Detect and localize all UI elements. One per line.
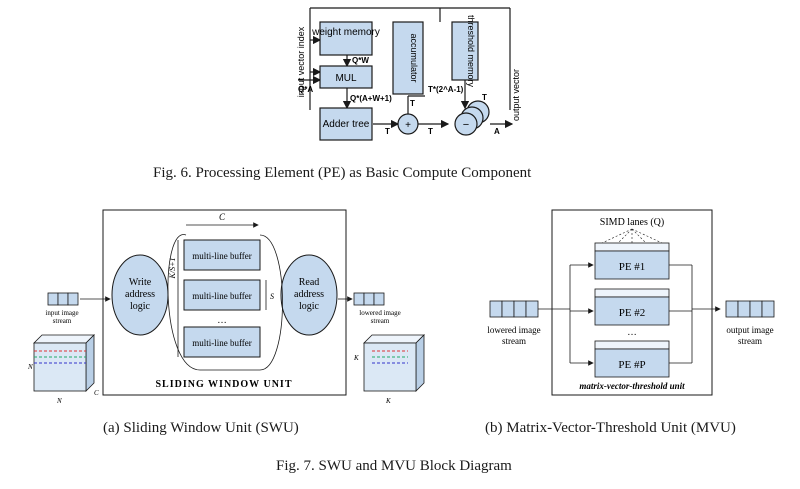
mvu-caption: (b) Matrix-Vector-Threshold Unit (MVU) (485, 420, 736, 436)
k-bottom-label: K (385, 397, 391, 405)
accumulator-label: accumulator (409, 33, 419, 82)
t-exp-label: T*(2^A-1) (428, 85, 464, 94)
t-label-2: T (385, 127, 390, 136)
n-left-label: N (27, 363, 33, 371)
fig7-caption: Fig. 7. SWU and MVU Block Diagram (276, 458, 512, 474)
buffer-3-label: multi-line buffer (192, 338, 252, 348)
qa-label: Q*A (298, 85, 313, 94)
mvu-diagram: SIMD lanes (Q) PE #1 PE #2 … PE #P matri… (487, 209, 775, 396)
qw-label: Q*W (352, 56, 369, 65)
pe-dots: … (627, 327, 637, 338)
ks1-label: K/S+1 (168, 258, 177, 280)
mvu-title: matrix-vector-threshold unit (579, 381, 685, 391)
t-label-3: T (428, 127, 433, 136)
t-label-1: T (410, 99, 415, 108)
threshold-memory-label: threshold memory (466, 15, 476, 88)
weight-memory-label: weight memory (311, 27, 380, 38)
s-label: S (270, 292, 274, 301)
n-bottom-label: N (56, 397, 62, 405)
a-label: A (494, 127, 500, 136)
qawl-label: Q*(A+W+1) (350, 94, 392, 103)
simd-label: SIMD lanes (Q) (600, 217, 664, 228)
buffer-dots: … (217, 315, 227, 326)
c-top-label: C (219, 212, 226, 222)
plus-sign: + (405, 120, 411, 131)
swu-title: SLIDING WINDOW UNIT (156, 379, 293, 390)
pep-label: PE #P (618, 359, 645, 371)
c-cube-label: C (94, 389, 99, 397)
pe1-label: PE #1 (619, 261, 646, 273)
minus-sign: − (463, 119, 469, 131)
mul-label: MUL (335, 73, 357, 84)
t-label-4: T (482, 93, 487, 102)
fig6-caption: Fig. 6. Processing Element (PE) as Basic… (153, 165, 532, 181)
pe2-label: PE #2 (619, 307, 646, 319)
k-left-label: K (353, 354, 359, 362)
adder-tree-label: Adder tree (323, 119, 370, 130)
buffer-1-label: multi-line buffer (192, 251, 252, 261)
output-vector-label: output vector (511, 69, 521, 121)
input-vector-index-label: input vector index (296, 26, 306, 97)
fig6-diagram: weight memory MUL Adder tree accumulator… (296, 7, 521, 141)
buffer-2-label: multi-line buffer (192, 291, 252, 301)
swu-caption: (a) Sliding Window Unit (SWU) (103, 420, 299, 436)
